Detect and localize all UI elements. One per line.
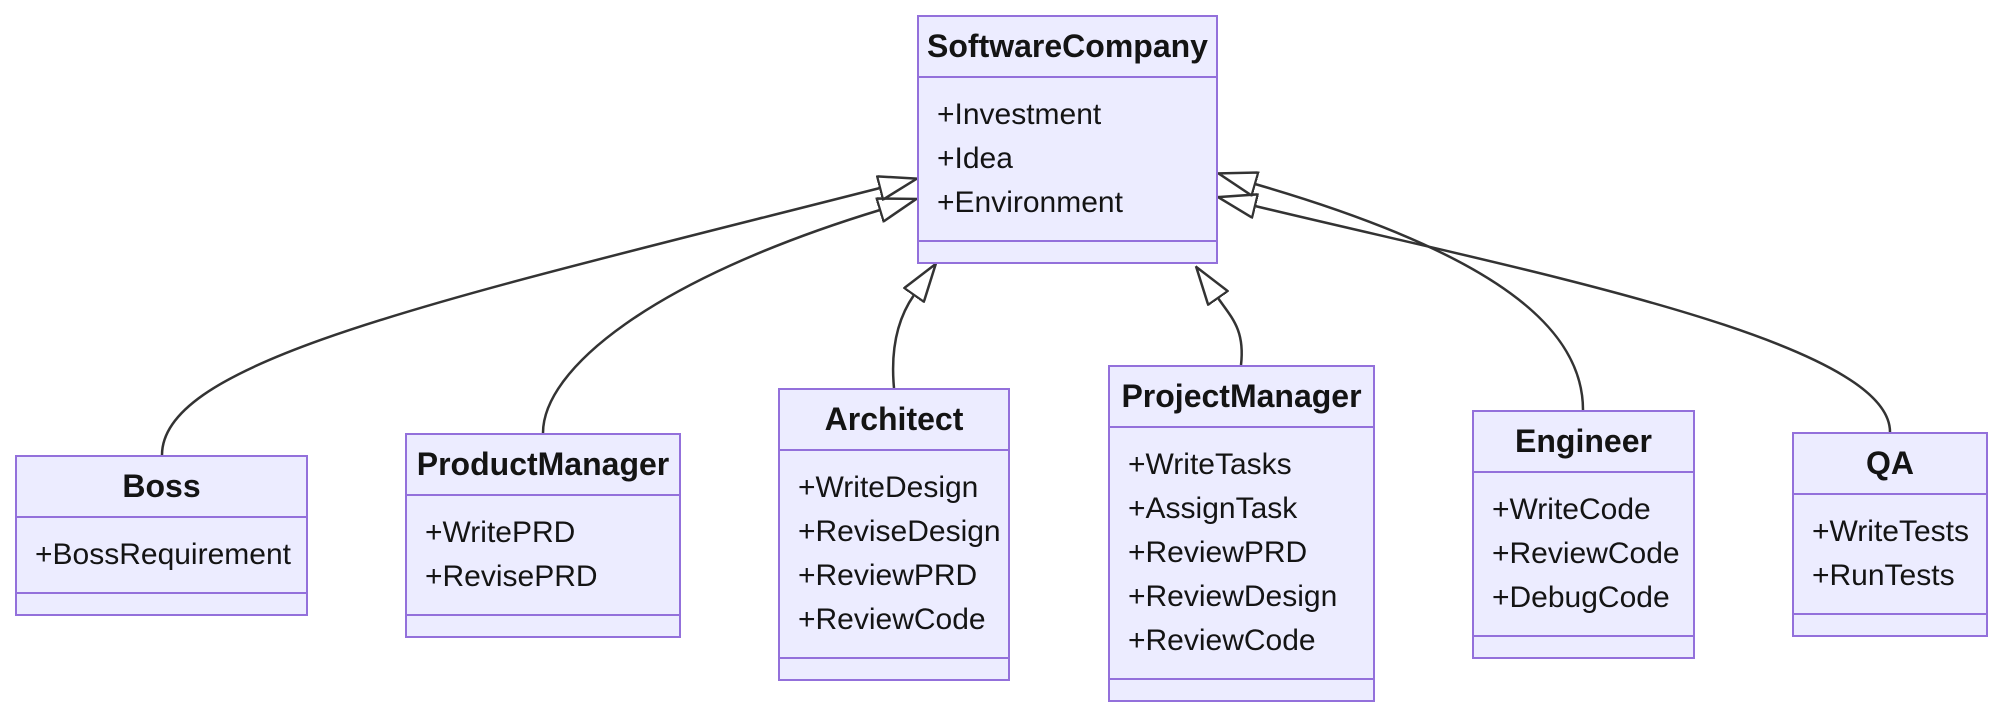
class-attribute: +ReviewDesign (1128, 580, 1338, 613)
class-attributes: +WritePRD +RevisePRD (407, 496, 679, 614)
class-attribute: +WriteDesign (798, 471, 979, 504)
class-attribute: +ReviewPRD (798, 559, 978, 592)
class-attribute: +ReviewCode (1492, 537, 1680, 570)
class-attributes: +BossRequirement (17, 518, 306, 592)
class-methods-empty (1110, 678, 1373, 700)
edge-boss-to-softwarecompany (160, 188, 880, 456)
class-box-architect: Architect +WriteDesign +ReviseDesign +Re… (778, 388, 1010, 681)
class-attribute: +WriteCode (1492, 493, 1651, 526)
class-methods-empty (17, 592, 306, 614)
class-title: Architect (780, 390, 1008, 451)
class-box-qa: QA +WriteTests +RunTests (1792, 432, 1988, 637)
class-attributes: +WriteCode +ReviewCode +DebugCode (1474, 473, 1693, 635)
class-title: SoftwareCompany (919, 17, 1216, 78)
class-box-boss: Boss +BossRequirement (15, 455, 308, 616)
class-box-productmanager: ProductManager +WritePRD +RevisePRD (405, 433, 681, 638)
class-title: Boss (17, 457, 306, 518)
class-attribute: +WriteTests (1812, 515, 1969, 548)
class-attribute: +BossRequirement (35, 538, 291, 571)
class-attribute: +WritePRD (425, 516, 576, 549)
class-attribute: +ReviewCode (798, 603, 986, 636)
class-attribute: +RunTests (1812, 559, 1955, 592)
class-attribute: +Environment (937, 186, 1123, 219)
edge-productmanager-to-softwarecompany (541, 210, 880, 434)
class-methods-empty (1794, 613, 1986, 635)
class-title: Engineer (1474, 412, 1693, 473)
class-methods-empty (780, 657, 1008, 679)
edge-engineer-to-softwarecompany (1255, 184, 1585, 411)
class-title: QA (1794, 434, 1986, 495)
edge-qa-to-softwarecompany (1255, 206, 1892, 433)
class-attribute: +Idea (937, 142, 1013, 175)
edge-architect-to-softwarecompany (891, 295, 914, 389)
class-attribute: +Investment (937, 98, 1102, 131)
class-methods-empty (407, 614, 679, 636)
class-attribute: +ReviewPRD (1128, 536, 1308, 569)
class-attributes: +WriteDesign +ReviseDesign +ReviewPRD +R… (780, 451, 1008, 657)
class-attribute: +DebugCode (1492, 581, 1670, 614)
class-attributes: +WriteTests +RunTests (1794, 495, 1986, 613)
class-methods-empty (919, 240, 1216, 262)
class-box-softwarecompany: SoftwareCompany +Investment +Idea +Envir… (917, 15, 1218, 264)
class-box-engineer: Engineer +WriteCode +ReviewCode +DebugCo… (1472, 410, 1695, 659)
class-attribute: +ReviseDesign (798, 515, 1001, 548)
class-attribute: +ReviewCode (1128, 624, 1316, 657)
class-attribute: +AssignTask (1128, 492, 1298, 525)
class-title: ProductManager (407, 435, 679, 496)
class-box-projectmanager: ProjectManager +WriteTasks +AssignTask +… (1108, 365, 1375, 702)
class-attribute: +RevisePRD (425, 560, 598, 593)
class-attribute: +WriteTasks (1128, 448, 1292, 481)
edge-projectmanager-to-softwarecompany (1218, 298, 1243, 366)
class-title: ProjectManager (1110, 367, 1373, 428)
class-attributes: +WriteTasks +AssignTask +ReviewPRD +Revi… (1110, 428, 1373, 678)
class-methods-empty (1474, 635, 1693, 657)
class-attributes: +Investment +Idea +Environment (919, 78, 1216, 240)
